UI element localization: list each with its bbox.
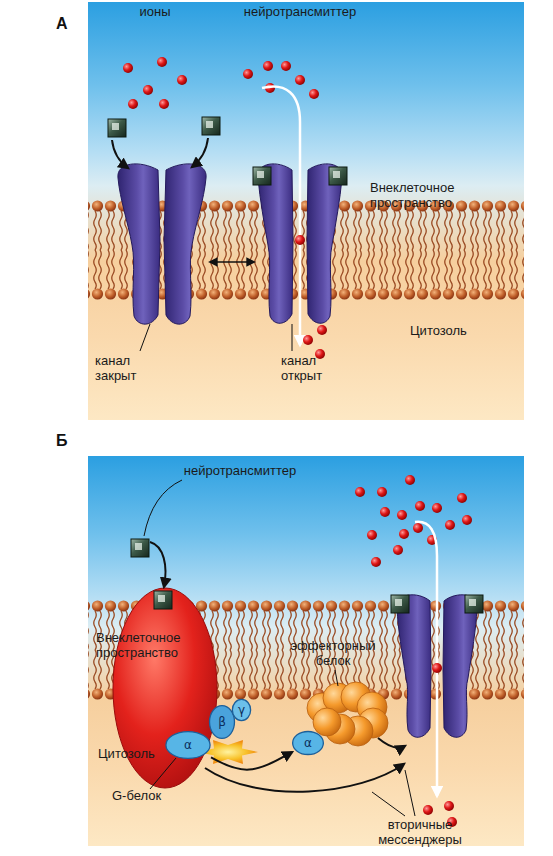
leader-line bbox=[405, 770, 415, 816]
channel-subunit bbox=[443, 595, 477, 737]
leader-line bbox=[150, 758, 176, 789]
binding-arrow bbox=[112, 140, 128, 168]
subunit-ellipse bbox=[166, 732, 210, 759]
channel-subunit bbox=[118, 164, 160, 324]
g-beta-subunit: β bbox=[209, 705, 235, 739]
leader-line bbox=[140, 324, 150, 351]
channel-subunit bbox=[397, 595, 431, 737]
subunit-ellipse bbox=[232, 699, 250, 720]
state-arrow bbox=[210, 261, 254, 263]
ion bbox=[295, 235, 305, 245]
effector-alpha-subunit: α bbox=[292, 731, 324, 755]
subunit-letter: α bbox=[304, 737, 312, 749]
leader-line bbox=[335, 670, 338, 686]
ion-flow-arrow bbox=[415, 522, 437, 796]
panel-illustration bbox=[88, 456, 524, 846]
neurotransmitter bbox=[202, 117, 220, 135]
subunit-letter: α bbox=[184, 739, 192, 751]
effector-protein bbox=[313, 708, 341, 736]
channel-subunit bbox=[258, 164, 293, 323]
leader-line bbox=[292, 324, 293, 351]
panel-letter: А bbox=[56, 15, 68, 33]
panel-illustration bbox=[88, 2, 524, 420]
neurotransmitter bbox=[329, 167, 347, 185]
ion bbox=[295, 75, 305, 85]
ion-flow-arrow bbox=[262, 86, 300, 345]
neurotransmitter bbox=[391, 595, 409, 613]
subunit-ellipse bbox=[210, 706, 235, 739]
g-alpha-subunit: α bbox=[165, 731, 211, 759]
ion bbox=[377, 487, 387, 497]
ion bbox=[317, 325, 327, 335]
ion bbox=[399, 529, 409, 539]
binding-arrow bbox=[150, 542, 165, 587]
diagram-panel: А bbox=[88, 2, 524, 420]
ion bbox=[432, 663, 442, 673]
ion bbox=[263, 61, 273, 71]
ion bbox=[423, 805, 433, 815]
ion bbox=[157, 57, 167, 67]
ion bbox=[405, 475, 415, 485]
ion bbox=[380, 507, 390, 517]
neurotransmitter bbox=[108, 119, 126, 137]
messenger-arrow bbox=[378, 738, 405, 748]
ion bbox=[177, 75, 187, 85]
ion bbox=[143, 85, 153, 95]
subunit-letter: β bbox=[218, 716, 226, 728]
ion bbox=[159, 99, 169, 109]
neurotransmitter bbox=[253, 167, 271, 185]
ion bbox=[303, 335, 313, 345]
neurotransmitter bbox=[131, 539, 149, 557]
ion bbox=[371, 557, 381, 567]
binding-arrow bbox=[192, 138, 208, 167]
receptor-protein bbox=[113, 588, 217, 788]
ion bbox=[457, 493, 467, 503]
ion bbox=[393, 545, 403, 555]
ion bbox=[355, 487, 365, 497]
leader-line bbox=[144, 480, 182, 536]
subunit-letter: γ bbox=[238, 704, 245, 716]
ion bbox=[128, 99, 138, 109]
ion bbox=[447, 817, 457, 827]
ion bbox=[445, 520, 455, 530]
g-gamma-subunit: γ bbox=[232, 699, 251, 721]
panel-letter: Б bbox=[56, 432, 68, 450]
messenger-arrow bbox=[205, 764, 404, 792]
ion bbox=[309, 89, 319, 99]
ion bbox=[415, 501, 425, 511]
signal-arrow bbox=[211, 752, 292, 770]
ion bbox=[432, 503, 442, 513]
neurotransmitter bbox=[154, 591, 172, 609]
channel-subunit bbox=[307, 164, 342, 323]
neurotransmitter bbox=[465, 595, 483, 613]
ion bbox=[243, 69, 253, 79]
ion bbox=[444, 801, 454, 811]
ion bbox=[367, 530, 377, 540]
leader-line bbox=[372, 792, 405, 816]
diagram-panel: Бαβγα bbox=[88, 456, 524, 846]
ion bbox=[123, 63, 133, 73]
subunit-ellipse bbox=[293, 731, 324, 754]
channel-subunit bbox=[164, 164, 206, 324]
ion bbox=[462, 515, 472, 525]
ion bbox=[397, 510, 407, 520]
ion bbox=[281, 61, 291, 71]
ion bbox=[315, 349, 325, 359]
ion bbox=[413, 523, 423, 533]
